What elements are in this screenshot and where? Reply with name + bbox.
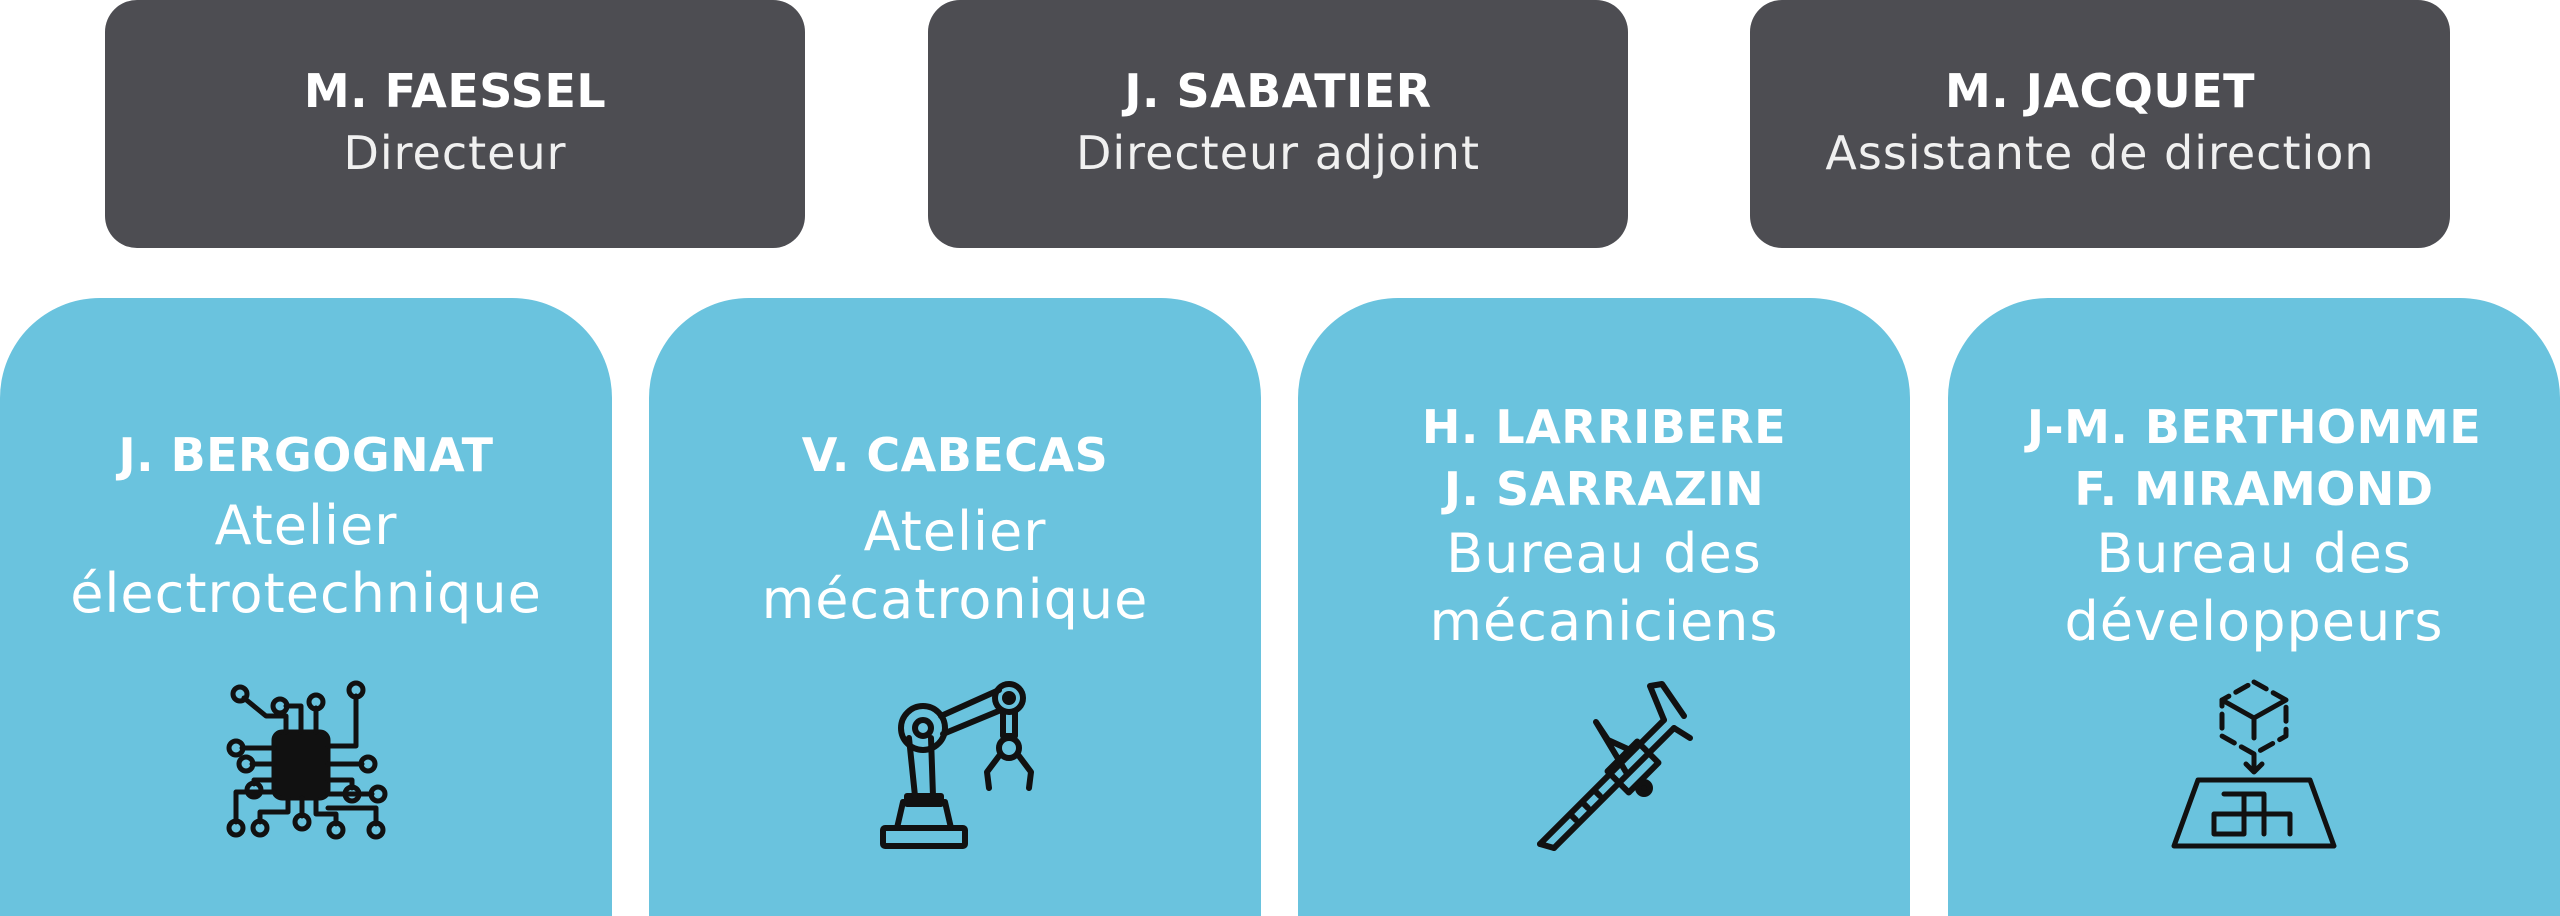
department-names: V. CABECAS — [802, 424, 1109, 486]
department-title-line: développeurs — [2064, 590, 2444, 653]
management-card-director: M. FAESSEL Directeur — [105, 0, 805, 248]
department-title: Atelier mécatronique — [762, 498, 1149, 634]
department-title-line: Bureau des — [2096, 522, 2412, 585]
department-card-electrotechnique: J. BERGOGNAT Atelier électrotechnique — [0, 298, 612, 916]
department-person: H. LARRIBERE — [1421, 400, 1787, 454]
department-names: H. LARRIBERE J. SARRAZIN — [1422, 396, 1786, 520]
management-card-deputy-director: J. SABATIER Directeur adjoint — [928, 0, 1628, 248]
3d-design-icon — [2164, 676, 2344, 856]
management-name: J. SABATIER — [1124, 64, 1432, 118]
management-name: M. FAESSEL — [303, 64, 607, 118]
management-role: Assistante de direction — [1825, 126, 2375, 180]
department-title: Atelier électrotechnique — [70, 492, 542, 628]
management-role: Directeur — [343, 126, 567, 180]
department-card-mecaniciens: H. LARRIBERE J. SARRAZIN Bureau des méca… — [1298, 298, 1910, 916]
department-card-mecatronique: V. CABECAS Atelier mécatronique — [649, 298, 1261, 916]
department-names: J. BERGOGNAT — [118, 424, 493, 486]
department-person: J. BERGOGNAT — [118, 428, 494, 482]
department-title-line: mécatronique — [761, 568, 1149, 631]
management-name: M. JACQUET — [1945, 64, 2255, 118]
management-card-assistant: M. JACQUET Assistante de direction — [1750, 0, 2450, 248]
department-title: Bureau des mécaniciens — [1429, 520, 1778, 656]
department-title-line: mécaniciens — [1429, 590, 1779, 653]
department-title-line: Atelier — [863, 500, 1047, 563]
department-person: F. MIRAMOND — [2074, 462, 2434, 516]
management-role: Directeur adjoint — [1075, 126, 1480, 180]
department-person: J. SARRAZIN — [1443, 462, 1765, 516]
department-title-line: électrotechnique — [70, 562, 542, 625]
circuit-chip-icon — [216, 676, 396, 856]
department-names: J-M. BERTHOMME F. MIRAMOND — [2027, 396, 2481, 520]
department-title-line: Bureau des — [1446, 522, 1762, 585]
department-person: J-M. BERTHOMME — [2026, 400, 2482, 454]
department-title: Bureau des développeurs — [2064, 520, 2443, 656]
department-card-developpeurs: J-M. BERTHOMME F. MIRAMOND Bureau des dé… — [1948, 298, 2560, 916]
department-person: V. CABECAS — [801, 428, 1109, 482]
department-title-line: Atelier — [214, 494, 398, 557]
robotic-arm-icon — [865, 676, 1045, 856]
caliper-icon — [1514, 676, 1694, 856]
